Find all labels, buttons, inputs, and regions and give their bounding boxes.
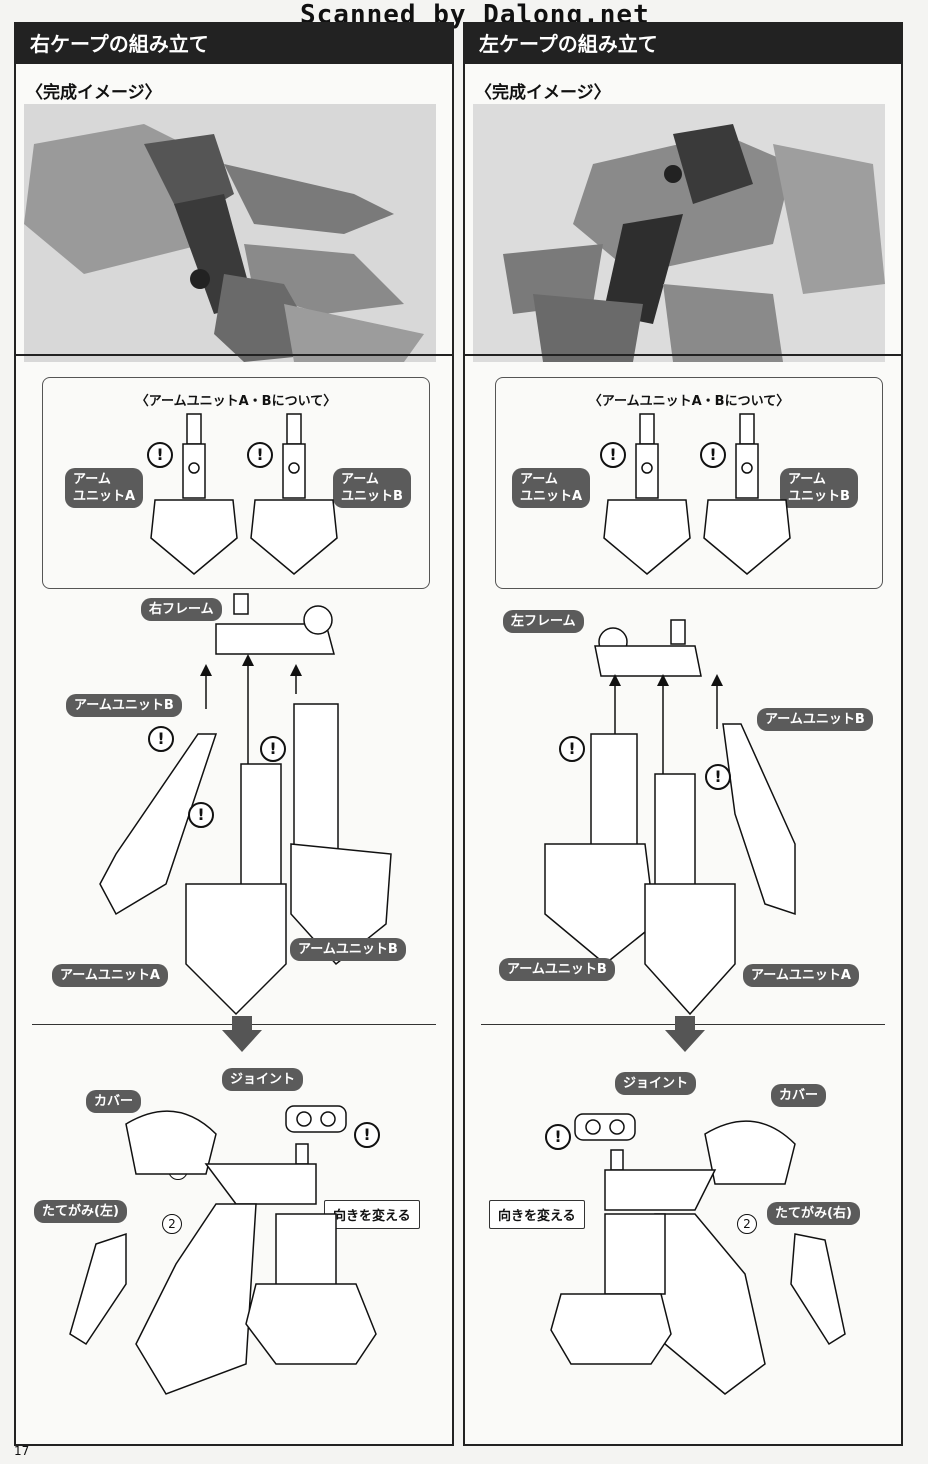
left-frame-label: 右フレーム <box>141 598 222 621</box>
left-step-2: 2 <box>162 1214 182 1234</box>
right-panel-title: 左ケープの組み立て <box>465 24 901 64</box>
left-cover-label: カバー <box>86 1090 142 1113</box>
left-box-label-b: アーム ユニットB <box>333 468 411 508</box>
right-frame-label: 左フレーム <box>503 610 584 633</box>
right-arm-b-top-label: アームユニットB <box>757 708 873 731</box>
right-box-warning-a: ! <box>600 442 626 468</box>
right-step-2: 2 <box>737 1214 757 1234</box>
right-box-label-a: アーム ユニットA <box>512 468 591 508</box>
left-arm-info-box: 〈アームユニットA・Bについて〉 アーム ユニットA アーム ユニットB ! ! <box>42 377 430 589</box>
right-box-warning-b: ! <box>700 442 726 468</box>
left-box-arm-drawings <box>150 413 338 575</box>
left-arm-assembly-drawing <box>99 593 392 1016</box>
left-warning-3: ! <box>188 802 214 828</box>
right-turn-callout: 向きを変える <box>489 1200 585 1229</box>
right-cover-label: カバー <box>771 1084 827 1107</box>
left-joint-label: ジョイント <box>222 1068 304 1091</box>
right-warning-2: ! <box>705 764 731 790</box>
right-completed-photo <box>473 104 885 362</box>
left-image-label: 〈完成イメージ〉 <box>26 83 162 103</box>
right-final-assembly-drawing <box>550 1113 846 1395</box>
right-image-label: 〈完成イメージ〉 <box>475 83 611 103</box>
left-mane-label: たてがみ(左) <box>34 1200 127 1223</box>
right-arm-info-box: 〈アームユニットA・Bについて〉 アーム ユニットA アーム ユニットB ! ! <box>495 377 883 589</box>
right-step-arrow-icon <box>665 1016 705 1052</box>
left-box-warning-a: ! <box>147 442 173 468</box>
right-arm-a-bottom-label: アームユニットA <box>743 964 859 987</box>
left-warning-2: ! <box>260 736 286 762</box>
right-warning-1: ! <box>559 736 585 762</box>
right-box-title: 〈アームユニットA・Bについて〉 <box>588 394 790 409</box>
left-box-label-a: アーム ユニットA <box>65 468 144 508</box>
right-arm-b-bottom-label: アームユニットB <box>499 958 615 981</box>
left-panel-title: 右ケープの組み立て <box>16 24 452 64</box>
left-warning-1: ! <box>148 726 174 752</box>
right-box-label-b: アーム ユニットB <box>780 468 858 508</box>
left-arm-a-bottom-label: アームユニットA <box>52 964 168 987</box>
right-joint-warning: ! <box>545 1124 571 1150</box>
right-cape-panel: 左ケープの組み立て 〈完成イメージ〉 〈アームユニットA・Bについて〉 アーム … <box>463 22 903 1446</box>
left-turn-callout: 向きを変える <box>324 1200 420 1229</box>
right-mane-label: たてがみ(右) <box>767 1202 860 1225</box>
left-arm-b-top-label: アームユニットB <box>66 694 182 717</box>
left-box-warning-b: ! <box>247 442 273 468</box>
left-completed-photo <box>24 104 436 362</box>
left-cape-panel: 右ケープの組み立て 〈完成イメージ〉 〈アームユニットA・Bについて〉 アーム … <box>14 22 454 1446</box>
left-box-title: 〈アームユニットA・Bについて〉 <box>135 394 337 409</box>
right-joint-label: ジョイント <box>615 1072 697 1095</box>
left-arm-b-bottom-label: アームユニットB <box>290 938 406 961</box>
right-arm-assembly-drawing <box>544 619 796 1016</box>
page-number: 17 <box>14 1444 30 1458</box>
left-final-assembly-drawing <box>69 1105 377 1395</box>
left-divider <box>16 354 452 356</box>
right-box-arm-drawings <box>603 413 791 575</box>
left-joint-warning: ! <box>354 1122 380 1148</box>
right-divider <box>465 354 901 356</box>
left-step-arrow-icon <box>222 1016 262 1052</box>
